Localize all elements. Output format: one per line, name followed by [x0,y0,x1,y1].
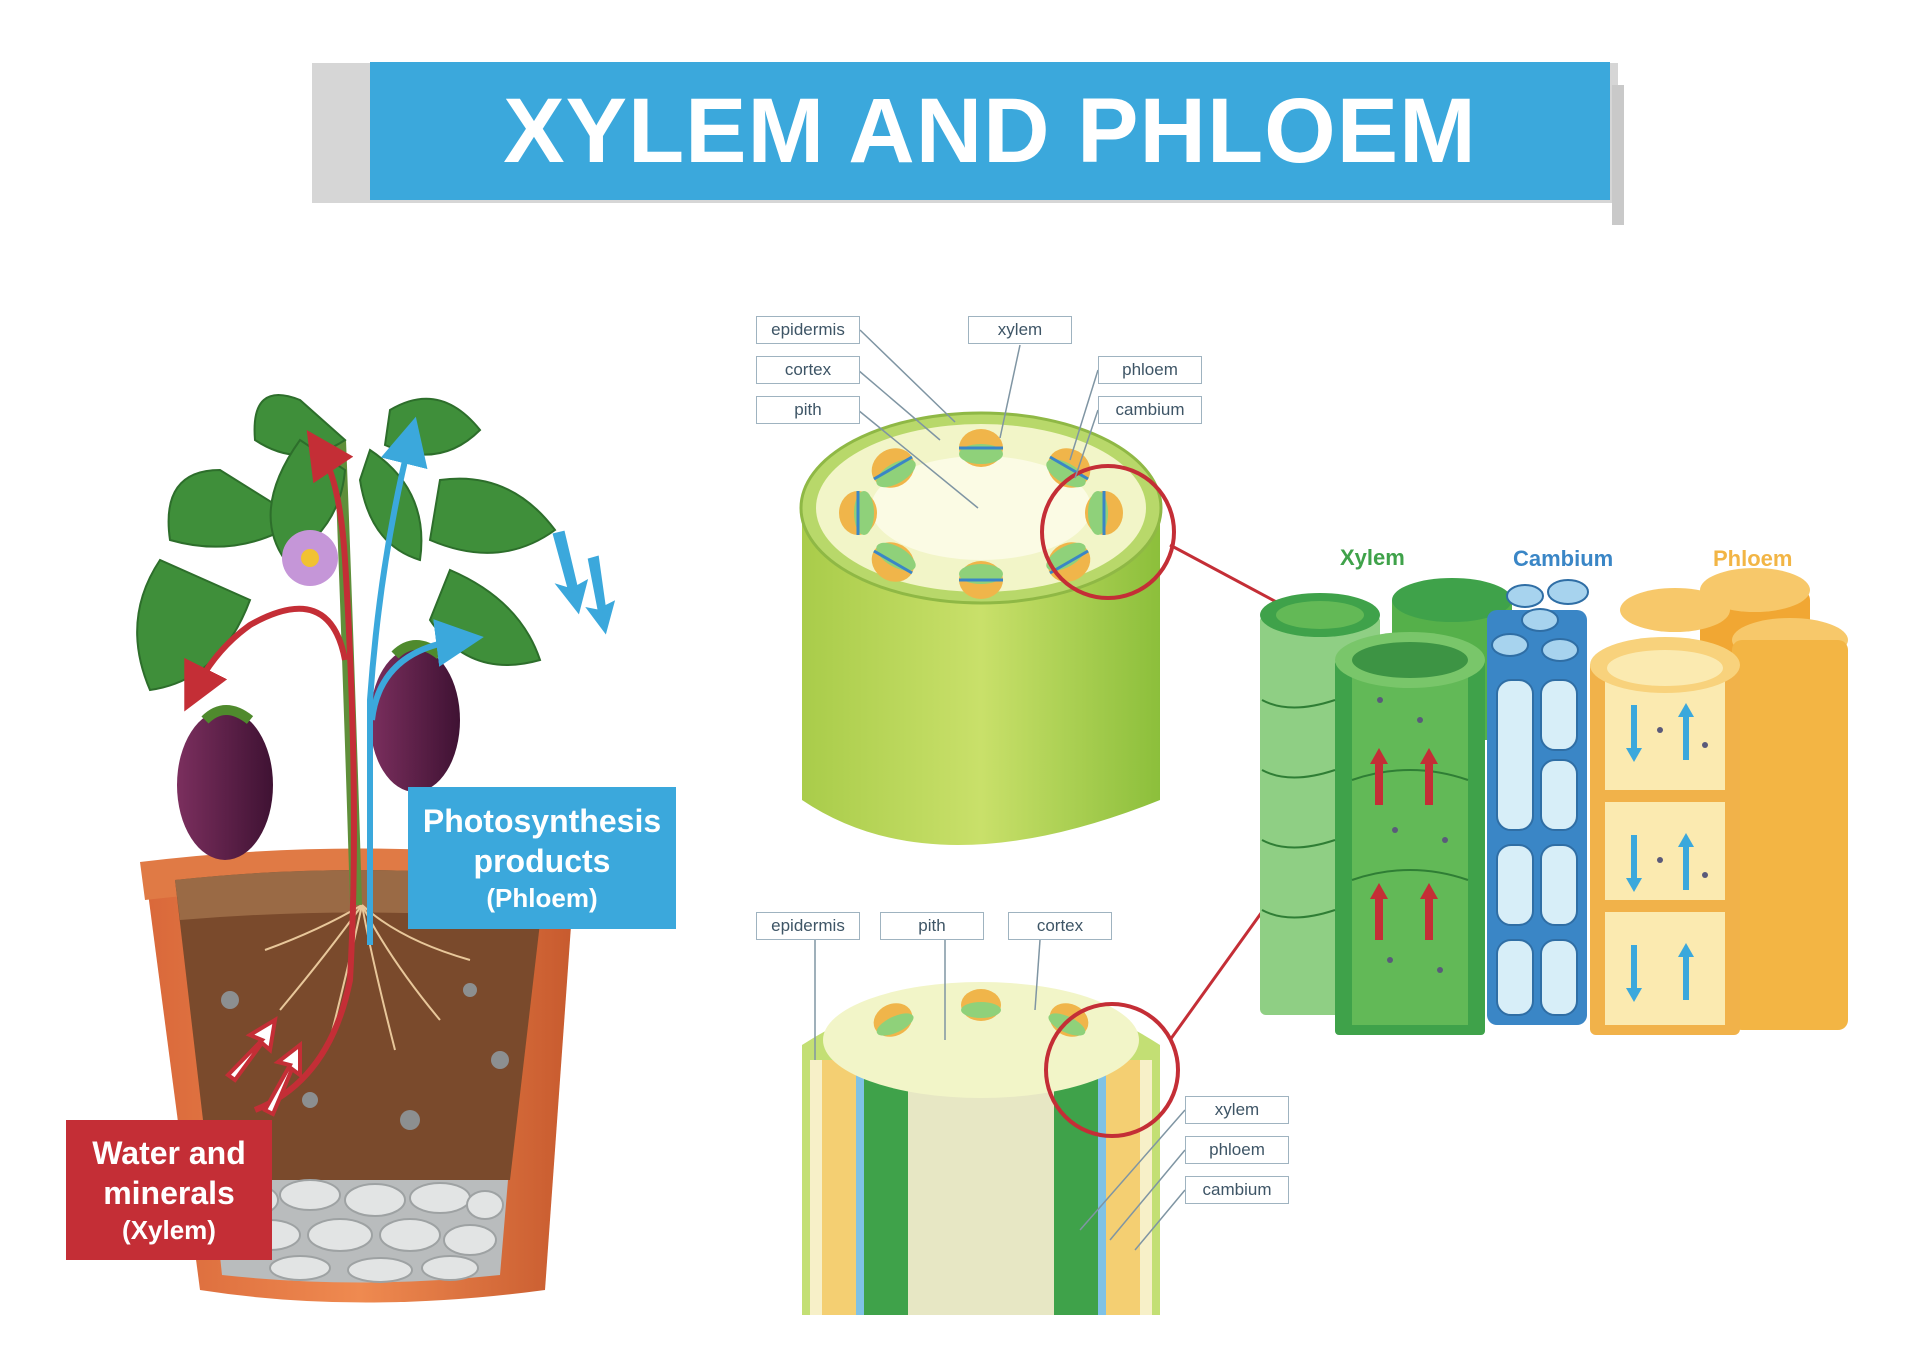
xylem-label-line3: (Xylem) [122,1215,216,1245]
stones [221,1179,504,1283]
zoom-circle-top [1040,464,1176,600]
label-pith-bottom: pith [880,912,984,940]
phloem-label-line1: Photosynthesis [422,803,662,839]
xylem-label-line2: minerals [103,1175,235,1211]
label-cortex-top: cortex [756,356,860,384]
flower [282,530,338,586]
stem-top-pith [871,456,1091,560]
label-phloem-bottom: phloem [1185,1136,1289,1164]
label-xylem-bottom: xylem [1185,1096,1289,1124]
light-input-arrows [552,530,616,635]
phloem-flow-arrows [367,416,484,945]
tissue-detail [1260,568,1848,1035]
leaves [136,394,557,692]
water-input-arrows [224,1016,302,1117]
page-title: XYLEM AND PHLOEM [503,79,1477,182]
xylem-label-line1: Water and [92,1135,246,1171]
title-banner: XYLEM AND PHLOEM [370,62,1610,200]
label-phloem-top: phloem [1098,356,1202,384]
stem-longitudinal-section [802,939,1186,1315]
longitudinal-pointers [814,939,1186,1251]
label-pith-top: pith [756,396,860,424]
cambium-cells [1487,579,1589,1025]
zoom-circle-bottom [1044,1002,1180,1138]
label-epidermis-top: epidermis [756,316,860,344]
tissue-title-cambium: Cambium [1513,546,1614,571]
eggplant-right [370,648,460,792]
phloem-label-box: Photosynthesis products (Phloem) [408,787,676,929]
tissue-title-xylem: Xylem [1340,545,1405,570]
title-banner-shadow-edge [1612,85,1624,225]
eggplant-left [177,710,273,860]
stem-cross-section [799,329,1176,845]
xylem-flow-arrows [184,430,357,1113]
phloem-label-line2: products [473,843,611,879]
label-xylem-top: xylem [968,316,1072,344]
label-cambium-bottom: cambium [1185,1176,1289,1204]
label-cambium-top: cambium [1098,396,1202,424]
phloem-label-line3: (Phloem) [486,883,598,913]
xylem-label-box: Water and minerals (Xylem) [66,1120,272,1260]
tissue-title-phloem: Phloem [1713,546,1793,571]
xylem-vessels [1260,578,1512,1035]
soil-pebbles [221,983,509,1158]
phloem-tubes [1590,568,1848,1035]
label-epidermis-bottom: epidermis [756,912,860,940]
cross-section-pointers [857,329,1099,509]
vascular-bundles [839,429,1123,599]
label-cortex-bottom: cortex [1008,912,1112,940]
